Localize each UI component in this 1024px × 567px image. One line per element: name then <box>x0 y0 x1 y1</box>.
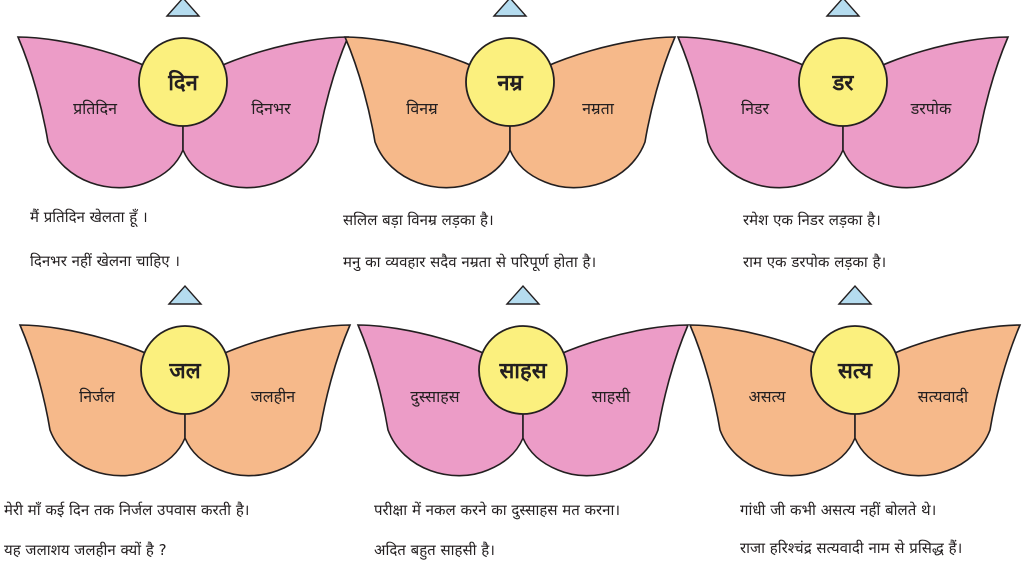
center-circle <box>140 325 230 415</box>
sentence-sahas-1: परीक्षा में नकल करने का दुस्साहस मत करना… <box>374 501 621 519</box>
center-word: डर <box>832 71 855 96</box>
right-word: डरपोक <box>910 99 952 118</box>
center-circle <box>478 325 568 415</box>
sentence-din-2: दिनभर नहीं खेलना चाहिए । <box>30 252 180 270</box>
left-word: दुस्साहस <box>410 387 460 407</box>
sentence-dar-1: रमेश एक निडर लड़का है। <box>743 211 881 229</box>
sentence-din-1: मैं प्रतिदिन खेलता हूँ । <box>30 208 148 226</box>
left-word: असत्य <box>749 387 787 406</box>
left-word: प्रतिदिन <box>73 99 118 118</box>
flower-3: जल निर्जल जलहीन <box>18 284 352 477</box>
sentence-jal-2: यह जलाशय जलहीन क्यों है ? <box>4 541 167 559</box>
center-word: दिन <box>167 69 198 96</box>
center-circle <box>810 325 900 415</box>
sentence-namra-1: सलिल बड़ा विनम्र लड़का है। <box>343 211 494 229</box>
sentence-satya-2: राजा हरिश्चंद्र सत्यवादी नाम से प्रसिद्ध… <box>740 539 963 557</box>
blue-tip <box>167 284 203 305</box>
flower-0: दिन प्रतिदिन दिनभर <box>16 0 350 189</box>
blue-tip <box>825 0 861 17</box>
center-word: सत्य <box>837 359 873 384</box>
sentence-dar-2: राम एक डरपोक लड़का है। <box>743 253 887 271</box>
center-word: साहस <box>498 359 547 384</box>
right-word: दिनभर <box>251 99 291 118</box>
center-circle <box>138 37 228 127</box>
center-word: नम्र <box>496 71 523 96</box>
flower-2: डर निडर डरपोक <box>676 0 1010 189</box>
right-word: साहसी <box>592 387 631 406</box>
left-word: विनम्र <box>406 99 438 118</box>
right-word: जलहीन <box>251 387 296 406</box>
blue-tip <box>165 0 201 17</box>
flower-5: सत्य असत्य सत्यवादी <box>688 284 1022 477</box>
blue-tip <box>505 284 541 305</box>
blue-tip <box>837 284 873 305</box>
blue-tip <box>492 0 528 17</box>
center-circle <box>465 37 555 127</box>
left-word: निर्जल <box>79 387 116 406</box>
sentence-satya-1: गांधी जी कभी असत्य नहीं बोलते थे। <box>740 501 937 519</box>
sentence-namra-2: मनु का व्यवहार सदैव नम्रता से परिपूर्ण ह… <box>343 253 597 271</box>
sentence-jal-1: मेरी माँ कई दिन तक निर्जल उपवास करती है। <box>4 501 250 519</box>
flower-1: नम्र विनम्र नम्रता <box>343 0 677 189</box>
left-word: निडर <box>741 99 770 118</box>
right-word: सत्यवादी <box>918 387 969 406</box>
right-word: नम्रता <box>582 99 615 118</box>
center-circle <box>798 37 888 127</box>
sentence-sahas-2: अदित बहुत साहसी है। <box>374 541 495 559</box>
center-word: जल <box>168 359 201 384</box>
flower-4: साहस दुस्साहस साहसी <box>356 284 690 477</box>
